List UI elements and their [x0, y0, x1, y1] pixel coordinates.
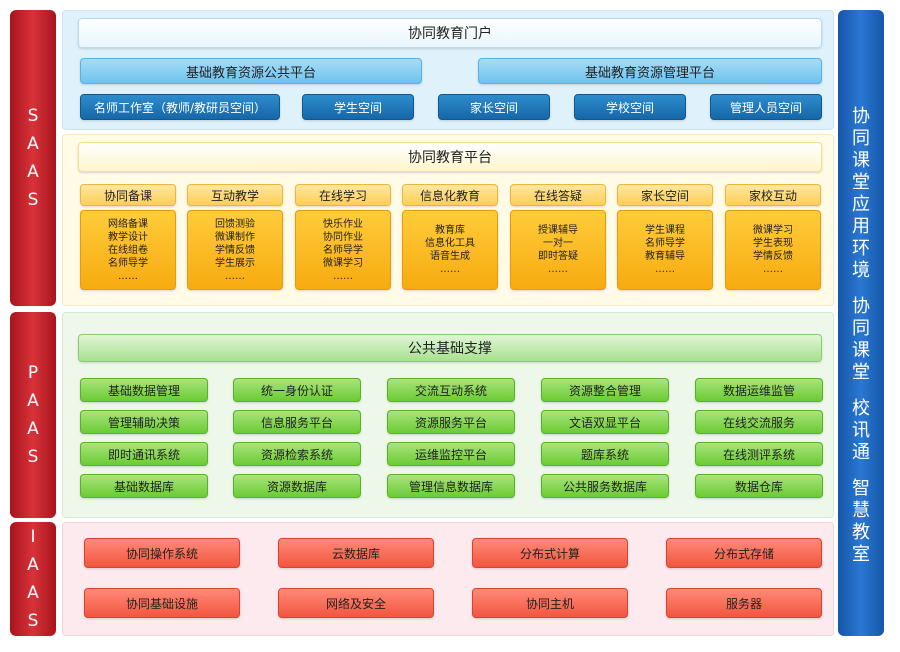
module-item: 学情反馈	[215, 244, 255, 256]
module-item: 名师导学	[323, 244, 363, 256]
paas-module: 数据仓库	[695, 474, 823, 498]
module-header: 在线答疑	[510, 184, 606, 206]
paas-module: 即时通讯系统	[80, 442, 208, 466]
management-platform-bar: 基础教育资源管理平台	[478, 58, 822, 84]
paas-module: 资源服务平台	[387, 410, 515, 434]
module-body: 快乐作业协同作业名师导学微课学习……	[295, 210, 391, 290]
paas-module: 基础数据管理	[80, 378, 208, 402]
paas-module: 题库系统	[541, 442, 669, 466]
module-item: ……	[333, 270, 353, 282]
public-platform-bar: 基础教育资源公共平台	[80, 58, 422, 84]
module-body: 网络备课教学设计在线组卷名师导学……	[80, 210, 176, 290]
space-admin: 管理人员空间	[710, 94, 822, 120]
paas-module: 数据运维监管	[695, 378, 823, 402]
iaas-module: 协同操作系统	[84, 538, 240, 568]
paas-module: 基础数据库	[80, 474, 208, 498]
module-item: 微课制作	[215, 231, 255, 243]
module-item: 语音生成	[430, 251, 470, 262]
module-item: 网络备课	[108, 218, 148, 230]
module-item: 名师导学	[108, 257, 148, 269]
paas-module: 管理信息数据库	[387, 474, 515, 498]
module-item: 快乐作业	[323, 218, 363, 230]
module-item: 即时答疑	[538, 251, 578, 262]
iaas-module: 分布式存储	[666, 538, 822, 568]
env-group-classroom: 协同课堂	[852, 296, 870, 383]
portal-title: 协同教育门户	[78, 18, 822, 48]
module-item: 教育辅导	[645, 251, 685, 262]
module-header: 家长空间	[617, 184, 713, 206]
module-item: ……	[225, 270, 245, 282]
module-header: 协同备课	[80, 184, 176, 206]
module-item: 教学设计	[108, 231, 148, 243]
paas-module: 信息服务平台	[233, 410, 361, 434]
paas-module: 资源检索系统	[233, 442, 361, 466]
space-teacher: 名师工作室（教师/教研员空间）	[80, 94, 280, 120]
paas-module: 交流互动系统	[387, 378, 515, 402]
module-body: 学生课程名师导学教育辅导 ……	[617, 210, 713, 290]
module-item: 信息化工具	[425, 238, 475, 249]
module-item: ……	[655, 264, 675, 275]
module-item: 学生课程	[645, 225, 685, 236]
paas-module: 在线交流服务	[695, 410, 823, 434]
module-item: 授课辅导	[538, 225, 578, 236]
module-body: 教育库信息化工具语音生成 ……	[402, 210, 498, 290]
module-item: 协同作业	[323, 231, 363, 243]
module-item: 在线组卷	[108, 244, 148, 256]
module-item: 名师导学	[645, 238, 685, 249]
module-header: 在线学习	[295, 184, 391, 206]
env-group-xiaoxuntong: 校讯通	[852, 398, 870, 463]
space-school: 学校空间	[574, 94, 686, 120]
module-item: ……	[763, 264, 783, 275]
iaas-module: 协同主机	[472, 588, 628, 618]
iaas-module: 分布式计算	[472, 538, 628, 568]
platform-title: 协同教育平台	[78, 142, 822, 172]
paas-module: 在线测评系统	[695, 442, 823, 466]
paas-module: 文语双显平台	[541, 410, 669, 434]
module-body: 微课学习学生表现学情反馈 ……	[725, 210, 821, 290]
env-group-smart-classroom: 智慧教室	[852, 478, 870, 565]
paas-module: 公共服务数据库	[541, 474, 669, 498]
module-item: 一对一	[543, 238, 573, 249]
layer-label-paas: P A A S	[10, 312, 56, 518]
module-item: 微课学习	[323, 257, 363, 269]
space-parent: 家长空间	[438, 94, 550, 120]
iaas-module: 服务器	[666, 588, 822, 618]
layer-label-iaas: I A A S	[10, 522, 56, 636]
space-student: 学生空间	[302, 94, 414, 120]
module-item: 回馈测验	[215, 218, 255, 230]
env-group-app: 协同课堂应用环境	[852, 106, 870, 281]
support-title: 公共基础支撑	[78, 334, 822, 362]
module-item: 微课学习	[753, 225, 793, 236]
module-header: 互动教学	[187, 184, 283, 206]
iaas-module: 云数据库	[278, 538, 434, 568]
module-header: 信息化教育	[402, 184, 498, 206]
layer-label-saas: S A A S	[10, 10, 56, 306]
paas-module: 资源数据库	[233, 474, 361, 498]
paas-module: 统一身份认证	[233, 378, 361, 402]
paas-module: 运维监控平台	[387, 442, 515, 466]
module-item: ……	[118, 270, 138, 282]
paas-module: 资源整合管理	[541, 378, 669, 402]
module-body: 回馈测验微课制作学情反馈学生展示……	[187, 210, 283, 290]
module-item: 学生表现	[753, 238, 793, 249]
paas-module: 管理辅助决策	[80, 410, 208, 434]
module-item: 学生展示	[215, 257, 255, 269]
iaas-module: 协同基础设施	[84, 588, 240, 618]
module-body: 授课辅导一对一即时答疑 ……	[510, 210, 606, 290]
module-item: 学情反馈	[753, 251, 793, 262]
module-header: 家校互动	[725, 184, 821, 206]
module-item: ……	[548, 264, 568, 275]
module-item: ……	[440, 264, 460, 275]
environment-label: 协同课堂应用环境 协同课堂 校讯通 智慧教室	[838, 10, 884, 636]
module-item: 教育库	[435, 225, 465, 236]
iaas-module: 网络及安全	[278, 588, 434, 618]
